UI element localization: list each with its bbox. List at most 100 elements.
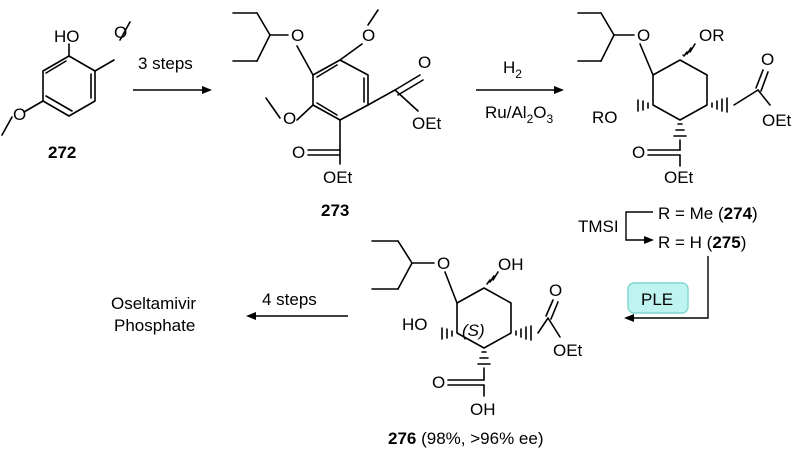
arrow-ple: PLE: [624, 256, 709, 322]
catalyst-label: Ru/Al: [485, 103, 527, 122]
hashed-bond: [673, 123, 687, 137]
condition-catalyst: Ru/Al2O3: [485, 103, 554, 126]
ether-o-label: O: [637, 26, 650, 45]
ring-273: [312, 59, 369, 121]
ester-bond: [367, 89, 396, 106]
oet-label: OEt: [553, 341, 583, 360]
h2-label: H: [503, 58, 515, 77]
methyl-bond: [1, 116, 13, 136]
r-h-text: R = H (: [658, 233, 713, 252]
arrow-head: [554, 86, 564, 94]
hash: [492, 271, 499, 281]
arrow-head: [246, 312, 256, 320]
double-bond: [316, 64, 338, 78]
catalyst-subscript: 3: [547, 112, 554, 126]
arrow-head: [644, 236, 654, 244]
carbonyl-o-label: O: [632, 143, 645, 162]
hydroxyl-label: OH: [498, 255, 524, 274]
ple-badge: [627, 282, 689, 314]
compound-id-273: 273: [321, 201, 349, 220]
product-name-line1: Oseltamivir: [111, 294, 196, 313]
hash: [489, 275, 495, 283]
carbonyl-bond: [545, 299, 554, 317]
carbonyl-bond: [755, 69, 764, 89]
r-me-label: R = Me (274): [658, 204, 758, 223]
hash: [683, 51, 688, 57]
arrow-head: [624, 314, 634, 322]
ome-bond: [339, 43, 363, 61]
carbonyl-o-label: O: [549, 281, 562, 300]
ester-o-bond: [547, 317, 561, 338]
compound-id-276: 276: [388, 429, 416, 448]
oet-label: OEt: [664, 168, 694, 187]
compound-276: O OH HO (S) O OEt: [371, 240, 583, 448]
carbonyl-o-label: O: [292, 143, 305, 162]
hash: [486, 279, 491, 285]
compound-id-272: 272: [48, 143, 76, 162]
compound-273: O O O O OEt O OEt 273: [232, 9, 442, 220]
methoxy-o-label: O: [362, 26, 375, 45]
ether-bond: [444, 271, 458, 304]
compound-276-caption: 276 (98%, >96% ee): [388, 429, 543, 448]
arrow-head: [202, 86, 212, 94]
condition-3-steps: 3 steps: [138, 54, 193, 73]
r-me-close: ): [752, 204, 758, 223]
oet-label: OEt: [762, 111, 792, 130]
methyl-bond: [367, 9, 379, 26]
methyl-bond: [265, 97, 281, 119]
ome-bond: [94, 59, 115, 72]
ether-bond: [639, 43, 654, 76]
or-label: OR: [699, 26, 725, 45]
ring-272: [42, 55, 96, 117]
ester-bond: [537, 317, 549, 334]
chain-bond: [256, 34, 271, 62]
ether-o-label: O: [291, 26, 304, 45]
arrow-hydrogenation: H2 Ru/Al2O3: [476, 58, 564, 126]
compound-id-274: 274: [724, 204, 753, 223]
ome-bond: [296, 104, 314, 121]
methoxy-o-label: O: [114, 23, 127, 42]
methyl-bond: [119, 21, 131, 41]
r-h-label: R = H (275): [658, 233, 746, 252]
arrow-final: 4 steps: [246, 290, 348, 320]
condition-h2: H2: [503, 58, 522, 81]
double-bond: [316, 102, 338, 116]
chain-bond: [600, 12, 615, 36]
oh-label: HO: [54, 27, 80, 46]
compound-id-275: 275: [712, 233, 740, 252]
methoxy-o-label: O: [13, 105, 26, 124]
ro-label: RO: [592, 108, 618, 127]
hydroxyl-label: HO: [402, 315, 428, 334]
ome-bond: [23, 100, 44, 113]
compound-272: HO O O 272: [1, 21, 131, 162]
r-me-text: R = Me (: [658, 204, 724, 223]
arrow-line: [632, 256, 709, 319]
carbonyl-bond: [760, 71, 769, 92]
ester-o-bond: [394, 89, 419, 112]
double-bond: [45, 60, 67, 74]
chain-bond: [256, 12, 271, 36]
hydroxyl-label: OH: [470, 400, 496, 419]
h2-subscript: 2: [515, 67, 522, 81]
chain-bond: [397, 262, 413, 290]
r-group-definitions: R = Me (274) R = H (275) TMSI: [578, 204, 758, 252]
carbonyl-o-label: O: [432, 373, 445, 392]
carbonyl-o-label: O: [418, 53, 431, 72]
compound-274-275: O OR RO O OEt: [577, 12, 792, 187]
carbonyl-bond: [550, 301, 559, 320]
yield-text: (98%, >96% ee): [416, 429, 543, 448]
hashed-bond: [637, 99, 649, 112]
oet-label: OEt: [412, 114, 442, 133]
ether-bond: [296, 45, 314, 76]
hashed-bond: [515, 325, 532, 341]
hash: [686, 47, 692, 55]
condition-ple: PLE: [641, 290, 673, 309]
hashed-bond: [711, 97, 728, 113]
double-bond: [45, 95, 73, 112]
ester-o-bond: [757, 89, 771, 106]
hashed-bond: [477, 351, 491, 365]
hashed-bond: [486, 271, 499, 285]
arrow-step1: 3 steps: [133, 54, 212, 94]
catalyst-subscript: 2: [527, 112, 534, 126]
